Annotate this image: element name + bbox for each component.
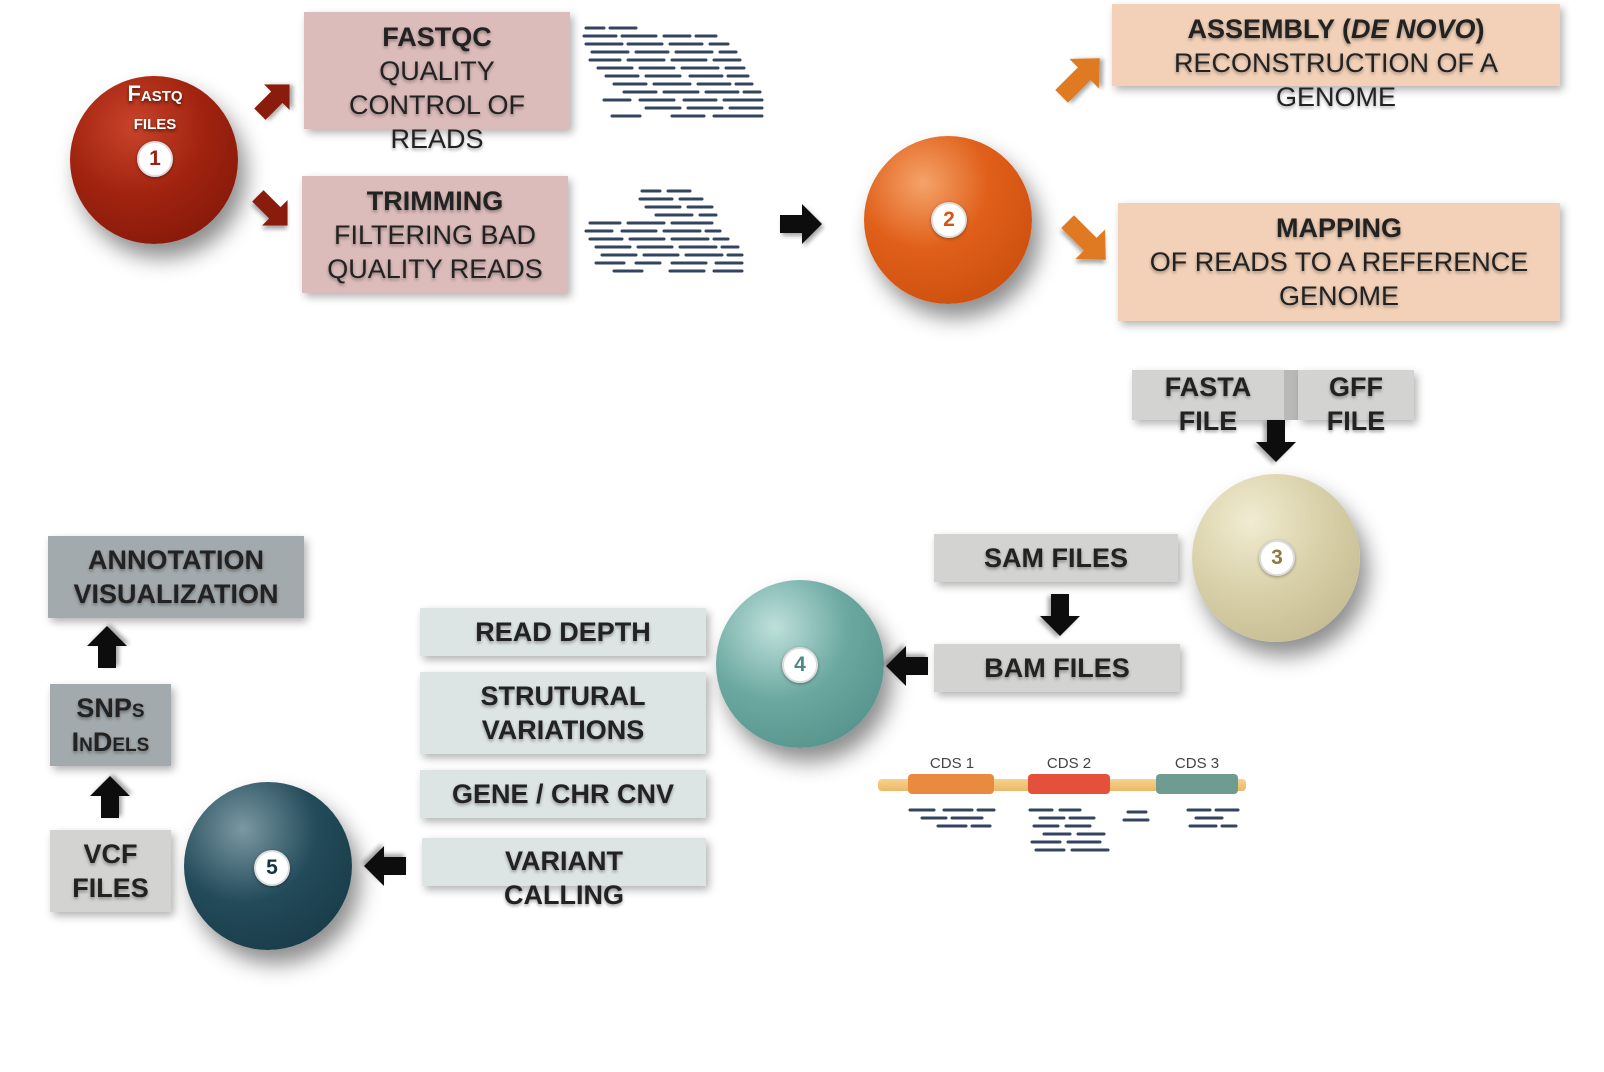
short-reads-icon [582, 26, 764, 118]
arrow-icon [886, 646, 928, 686]
arrow-icon [1061, 215, 1106, 260]
cds-1-label: CDS 1 [930, 755, 974, 772]
gene-chr-cnv-box: GENE / CHR CNV [420, 770, 706, 818]
read-depth-box: READ DEPTH [420, 608, 706, 656]
strutural-variations-box: STRUTURAL VARIATIONS [420, 672, 706, 754]
arrow-icon [87, 626, 127, 668]
step-1-badge: 1 [137, 141, 173, 177]
annotation-visualization-box: ANNOTATION VISUALIZATION [48, 536, 304, 618]
mapping-box: MAPPING OF READS TO A REFERENCE GENOME [1118, 203, 1560, 321]
cds-3-label: CDS 3 [1175, 755, 1219, 772]
short-reads-icon [908, 808, 1240, 852]
arrow-icon [364, 846, 406, 886]
gff-file-box: GFF FILE [1298, 370, 1414, 436]
cds-2-segment [1028, 774, 1110, 794]
trimming-title: TRIMMING [366, 185, 504, 216]
arrow-icon [1040, 594, 1080, 636]
fastq-files-label: Fastq files [127, 81, 183, 134]
arrow-icon [1055, 58, 1100, 103]
cds-2-label: CDS 2 [1047, 755, 1091, 772]
sam-files-box: SAM FILES [934, 534, 1178, 582]
arrow-icon [254, 84, 290, 120]
step-2-badge: 2 [931, 202, 967, 238]
arrow-icon [780, 204, 822, 244]
fastqc-box: FASTQC QUALITY CONTROL OF READS [304, 12, 570, 154]
step-3-badge: 3 [1259, 540, 1295, 576]
assembly-title: ASSEMBLY (DE NOVO) [1187, 14, 1485, 44]
bam-files-box: BAM FILES [934, 644, 1180, 692]
step-5-badge: 5 [254, 850, 290, 886]
mapping-title: MAPPING [1275, 213, 1402, 243]
arrow-icon [90, 776, 130, 818]
fasta-file-box: FASTA FILE [1132, 370, 1284, 436]
short-reads-icon [584, 189, 744, 273]
arrow-icon [252, 190, 288, 226]
fastqc-title: FASTQC [382, 22, 492, 52]
fasta-gff-divider [1284, 370, 1298, 420]
step-4-badge: 4 [782, 647, 818, 683]
trimming-box: TRIMMING FILTERING BAD QUALITY READS [302, 176, 568, 293]
arrow-icon [1256, 420, 1296, 462]
snps-indels-box: SNPs InDels [50, 684, 171, 766]
vcf-files-box: VCF FILES [50, 830, 171, 912]
cds-3-segment [1156, 774, 1238, 794]
cds-track-icon: CDS 1 CDS 2 CDS 3 [878, 755, 1246, 794]
variant-calling-box: VARIANT CALLING [422, 838, 706, 910]
cds-1-segment [908, 774, 994, 794]
assembly-box: ASSEMBLY (DE NOVO) RECONSTRUCTION OF A G… [1112, 4, 1560, 112]
